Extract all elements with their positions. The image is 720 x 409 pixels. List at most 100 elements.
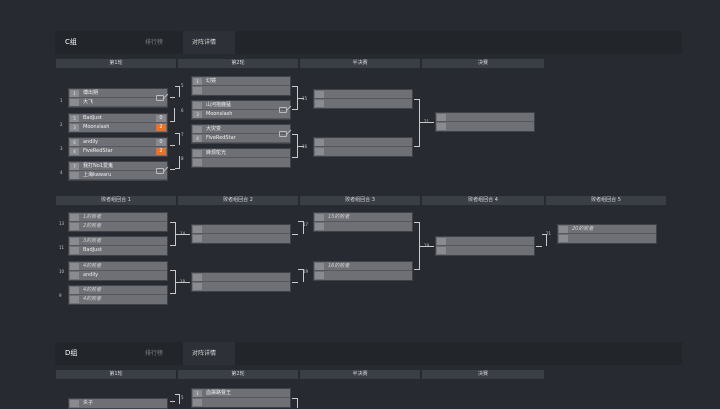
seed bbox=[70, 223, 79, 230]
d-round-header-final: 决赛 bbox=[422, 370, 544, 379]
match-r2-3[interactable]: 大灾变 4 FiveRedStar bbox=[191, 124, 291, 144]
match-lr1-3[interactable]: 4的败者 andily bbox=[68, 261, 168, 281]
match-lr3-2[interactable]: 16的败者 bbox=[313, 261, 413, 281]
match-r2-1[interactable]: 1 幻镜 bbox=[191, 76, 291, 96]
player-name: FiveRedStar bbox=[83, 148, 113, 154]
player-placeholder: 4的败者 bbox=[83, 296, 102, 302]
match-number: 16 bbox=[302, 144, 308, 149]
player-name: 山河抱鹿猛 bbox=[206, 102, 232, 108]
tab-bracket-detail-d[interactable]: 对阵详情 bbox=[183, 342, 235, 365]
match-lr2-1[interactable] bbox=[191, 224, 291, 244]
seed: 3 bbox=[70, 124, 79, 131]
losers-round-header-3: 败者组回合 3 bbox=[300, 196, 420, 205]
player-placeholder: 4的败者 bbox=[83, 263, 102, 269]
bracket-line bbox=[420, 246, 434, 247]
bracket-line bbox=[175, 156, 180, 169]
match-lr1-2[interactable]: 3的败者 BadJust bbox=[68, 236, 168, 256]
seed bbox=[315, 139, 324, 146]
player-name: 幻镜 bbox=[206, 78, 217, 84]
player-placeholder: 4的败者 bbox=[83, 287, 102, 293]
edit-icon[interactable] bbox=[279, 107, 287, 113]
match-number: 19 bbox=[424, 243, 430, 248]
player-name: andily bbox=[83, 139, 99, 145]
seed bbox=[315, 263, 324, 270]
seed bbox=[315, 91, 324, 98]
seed bbox=[70, 99, 79, 106]
seed bbox=[70, 172, 79, 179]
player-placeholder: 2的败者 bbox=[83, 223, 102, 229]
seed bbox=[193, 283, 202, 290]
match-number: 2 bbox=[60, 122, 63, 127]
seed bbox=[70, 214, 79, 221]
seed bbox=[193, 399, 202, 406]
losers-round-header-2: 败者组回合 2 bbox=[178, 196, 298, 205]
bracket-line bbox=[292, 282, 298, 283]
seed: 4 bbox=[193, 135, 202, 142]
seed bbox=[193, 159, 202, 166]
seed: 1 bbox=[70, 90, 79, 97]
match-number: 5 bbox=[181, 83, 184, 88]
round-header-semifinal: 半决赛 bbox=[300, 59, 420, 68]
match-number: 8 bbox=[181, 156, 184, 161]
match-number: 7 bbox=[181, 132, 184, 137]
seed: 6 bbox=[70, 139, 79, 146]
player-name: 大灾变 bbox=[206, 126, 222, 132]
player-name: FiveRedStar bbox=[206, 135, 236, 141]
seed: 3 bbox=[193, 111, 202, 118]
match-semifinal-1[interactable] bbox=[313, 89, 413, 109]
edit-icon[interactable] bbox=[156, 168, 164, 174]
match-lr2-2[interactable] bbox=[191, 272, 291, 292]
bracket-line bbox=[298, 221, 304, 234]
match-lr3-1[interactable]: 15的败者 bbox=[313, 212, 413, 232]
seed bbox=[193, 87, 202, 94]
bracket-line bbox=[298, 269, 304, 282]
seed: 7 bbox=[70, 163, 79, 170]
seed bbox=[70, 263, 79, 270]
match-lr4[interactable] bbox=[435, 236, 535, 256]
bracket-line bbox=[292, 398, 298, 408]
player-name: BadJust bbox=[83, 115, 102, 121]
match-number: 19 bbox=[303, 269, 309, 274]
bracket-line bbox=[170, 97, 175, 98]
seed bbox=[70, 272, 79, 279]
seed bbox=[559, 235, 568, 242]
seed bbox=[437, 123, 446, 130]
bracket-line bbox=[542, 234, 547, 246]
player-name: 我打No1爱鬼 bbox=[83, 163, 113, 169]
d-round-header-2: 第2轮 bbox=[178, 370, 298, 379]
seed bbox=[193, 102, 202, 109]
player-placeholder: 1的败者 bbox=[83, 214, 102, 220]
seed bbox=[193, 126, 202, 133]
match-final[interactable] bbox=[435, 112, 535, 132]
match-lr1-4[interactable]: 4的败者 4的败者 bbox=[68, 285, 168, 305]
tab-leaderboard-d[interactable]: 排行榜 bbox=[145, 350, 164, 357]
match-number: 14 bbox=[180, 231, 186, 236]
seed: 1 bbox=[193, 78, 202, 85]
edit-icon[interactable] bbox=[279, 131, 287, 137]
match-semifinal-2[interactable] bbox=[313, 137, 413, 157]
player-placeholder: 3的败者 bbox=[83, 238, 102, 244]
tab-leaderboard-c[interactable]: 排行榜 bbox=[145, 39, 164, 46]
bracket-line bbox=[170, 121, 175, 122]
tab-bracket-detail-c[interactable]: 对阵详情 bbox=[183, 31, 235, 54]
match-r2-4[interactable]: 麻烦鸵光 bbox=[191, 148, 291, 168]
match-number: 9 bbox=[59, 293, 62, 298]
seed bbox=[559, 226, 568, 233]
bracket-line bbox=[170, 401, 175, 402]
edit-icon[interactable] bbox=[156, 95, 164, 101]
match-number: 17 bbox=[303, 222, 309, 227]
seed bbox=[315, 148, 324, 155]
group-c-header: C组 排行榜 对阵详情 bbox=[55, 31, 682, 54]
match-number: 13 bbox=[59, 221, 65, 226]
match-lr1-1[interactable]: 1的败者 2的败者 bbox=[68, 212, 168, 232]
match-lr5[interactable]: 20的败者 bbox=[557, 224, 657, 244]
match-number: 11 bbox=[59, 245, 65, 250]
group-d-header: D组 排行榜 对阵详情 bbox=[55, 342, 682, 365]
score: 0 bbox=[156, 139, 166, 146]
